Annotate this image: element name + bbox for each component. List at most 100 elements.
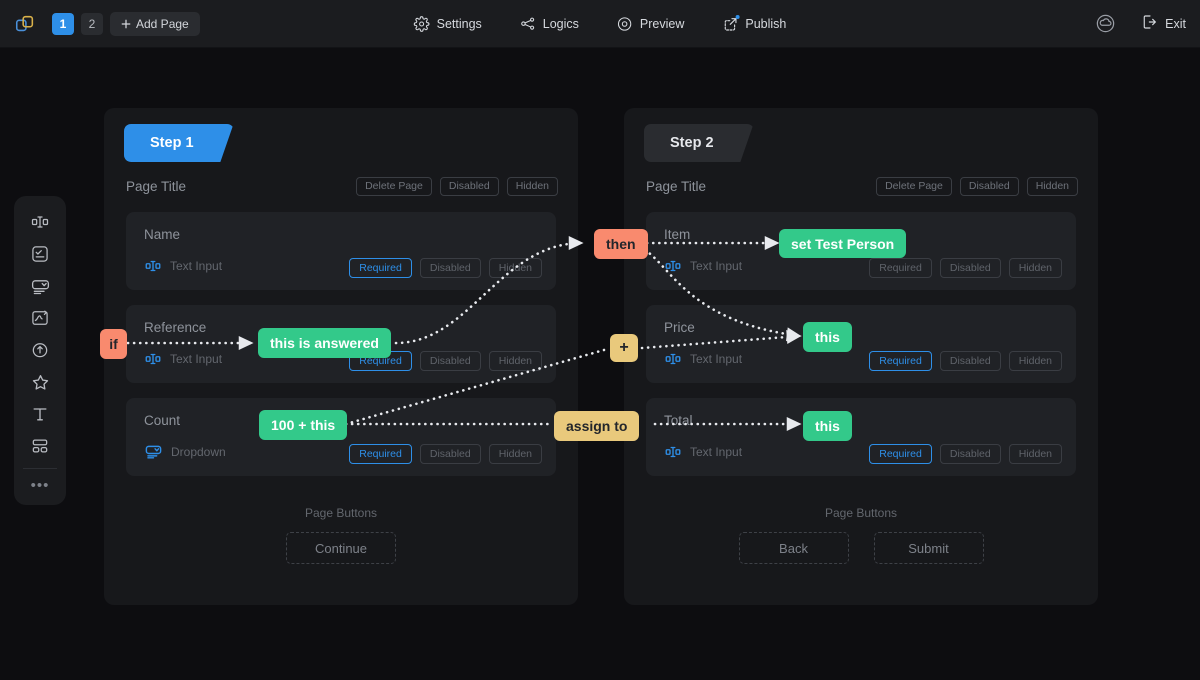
field-label: Name [144, 227, 181, 242]
field-row-count[interactable]: Count Dropdown Required Disabled Hidden [126, 398, 556, 476]
cloud-upload-icon[interactable] [1094, 13, 1116, 35]
field-chips: Required Disabled Hidden [869, 444, 1062, 464]
field-chips: Required Disabled Hidden [869, 351, 1062, 371]
disabled-toggle[interactable]: Disabled [419, 351, 481, 371]
plus-icon [121, 19, 131, 28]
continue-button[interactable]: Continue [286, 532, 396, 564]
field-row-total[interactable]: Total Text Input Required Disabled Hidde… [646, 398, 1076, 476]
field-type-label: Text Input [170, 352, 223, 366]
step-panel-2: Step 2 Page Title Delete Page Disabled H… [624, 108, 1098, 605]
text-input-field-icon [145, 260, 161, 272]
page-disabled-toggle-1[interactable]: Disabled [439, 176, 499, 196]
field-type-label: Dropdown [171, 444, 226, 459]
field-type-row: Text Input [664, 443, 742, 461]
hidden-toggle[interactable]: Hidden [488, 258, 542, 278]
top-right-actions: Exit [1094, 13, 1186, 35]
field-chips: Required Disabled Hidden [349, 258, 542, 278]
field-label: Item [664, 227, 691, 242]
step-tab-2[interactable]: Step 2 [644, 124, 754, 162]
step-tab-2-label: Step 2 [670, 135, 714, 151]
top-toolbar: 1 2 Add Page Settings [0, 0, 1200, 48]
page-title-row-2: Page Title Delete Page Disabled Hidden [646, 174, 1078, 198]
text-input-field-icon [665, 260, 681, 272]
field-type-row: Text Input [664, 350, 742, 368]
required-toggle[interactable]: Required [869, 351, 932, 371]
page-hidden-toggle-2[interactable]: Hidden [1026, 176, 1078, 196]
exit-button[interactable]: Exit [1142, 14, 1186, 33]
disabled-toggle[interactable]: Disabled [419, 444, 481, 464]
hidden-toggle[interactable]: Hidden [488, 444, 542, 464]
field-type-row: Text Input [664, 257, 742, 275]
page-tab-1[interactable]: 1 [52, 12, 74, 35]
tool-layout[interactable] [24, 430, 56, 462]
hidden-toggle[interactable]: Hidden [1008, 258, 1062, 278]
star-icon [32, 374, 48, 390]
disabled-toggle[interactable]: Disabled [939, 258, 1001, 278]
tool-rail: ••• [14, 196, 66, 505]
rail-more-button[interactable]: ••• [30, 476, 50, 494]
submit-button[interactable]: Submit [873, 532, 984, 564]
disabled-toggle[interactable]: Disabled [419, 258, 481, 278]
page-buttons-row-1: Continue [104, 532, 578, 564]
nav-label-settings: Settings [436, 16, 482, 31]
field-type-label: Text Input [690, 445, 743, 459]
back-button[interactable]: Back [738, 532, 849, 564]
nav-item-settings[interactable]: Settings [413, 15, 482, 32]
app-logo-icon[interactable] [12, 11, 38, 37]
page-hidden-toggle-1[interactable]: Hidden [506, 176, 558, 196]
field-row-item[interactable]: Item Text Input Required Disabled Hidden [646, 212, 1076, 290]
required-toggle[interactable]: Required [349, 258, 412, 278]
upload-icon [32, 343, 48, 358]
nav-label-publish: Publish [745, 16, 787, 31]
page-chips-1: Delete Page Disabled Hidden [356, 176, 558, 196]
field-type-label: Text Input [690, 352, 743, 366]
required-toggle[interactable]: Required [869, 444, 932, 464]
tool-text[interactable] [24, 398, 56, 430]
page-disabled-toggle-2[interactable]: Disabled [959, 176, 1019, 196]
nav-item-publish[interactable]: Publish [722, 14, 787, 32]
page-title-1: Page Title [126, 178, 187, 194]
disabled-toggle[interactable]: Disabled [939, 444, 1001, 464]
page-chips-2: Delete Page Disabled Hidden [876, 176, 1078, 196]
field-row-name[interactable]: Name Text Input Required Disabled Hidden [126, 212, 556, 290]
hidden-toggle[interactable]: Hidden [1008, 444, 1062, 464]
tool-text-input[interactable] [24, 206, 56, 238]
disabled-toggle[interactable]: Disabled [939, 351, 1001, 371]
tool-dropdown[interactable] [24, 270, 56, 302]
required-toggle[interactable]: Required [869, 258, 932, 278]
delete-page-button-2[interactable]: Delete Page [876, 176, 952, 196]
field-label: Price [664, 320, 695, 335]
tool-rating[interactable] [24, 366, 56, 398]
tool-upload[interactable] [24, 334, 56, 366]
field-row-price[interactable]: Price Text Input Required Disabled Hidde… [646, 305, 1076, 383]
dropdown-icon [145, 445, 162, 459]
field-type-label: Text Input [690, 259, 743, 273]
nav-item-preview[interactable]: Preview [617, 16, 684, 32]
delete-page-button-1[interactable]: Delete Page [356, 176, 432, 196]
step-panel-1: Step 1 Page Title Delete Page Disabled H… [104, 108, 578, 605]
hidden-toggle[interactable]: Hidden [1008, 351, 1062, 371]
add-page-label: Add Page [136, 16, 189, 31]
page-title-row-1: Page Title Delete Page Disabled Hidden [126, 174, 558, 198]
field-type-row: Dropdown [144, 442, 226, 461]
page-tab-2[interactable]: 2 [81, 12, 103, 35]
text-input-field-icon [665, 353, 681, 365]
hidden-toggle[interactable]: Hidden [488, 351, 542, 371]
layout-blocks-icon [32, 439, 48, 453]
field-row-reference[interactable]: Reference Text Input Required Disabled H… [126, 305, 556, 383]
add-page-button[interactable]: Add Page [110, 11, 200, 36]
publish-status-dot [735, 14, 740, 19]
field-label: Total [664, 413, 693, 428]
exit-arrow-icon [1142, 14, 1158, 33]
text-type-icon [33, 408, 47, 421]
step-tab-1[interactable]: Step 1 [124, 124, 234, 162]
required-toggle[interactable]: Required [349, 351, 412, 371]
nav-item-logics[interactable]: Logics [520, 16, 579, 32]
tool-signature[interactable] [24, 302, 56, 334]
required-toggle[interactable]: Required [349, 444, 412, 464]
dropdown-icon [31, 279, 49, 294]
checklist-box-icon [32, 246, 48, 262]
external-link-icon [722, 14, 740, 32]
tool-checklist[interactable] [24, 238, 56, 270]
field-label: Reference [144, 320, 207, 335]
